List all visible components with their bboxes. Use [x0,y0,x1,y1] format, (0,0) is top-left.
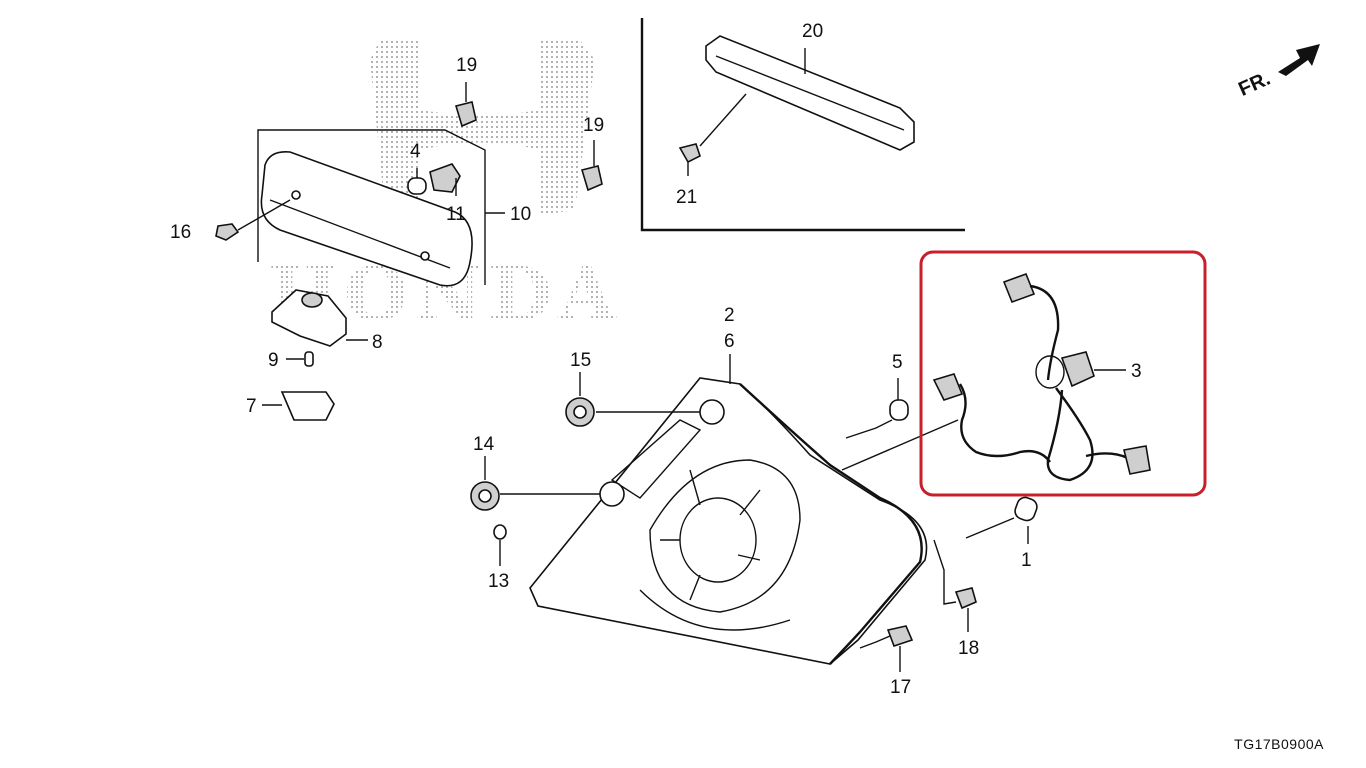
callout-10: 10 [510,204,531,225]
harness-socket-lower [1123,445,1151,475]
screw-17 [859,625,914,672]
callout-7: 7 [246,396,257,417]
screw-16 [215,223,240,241]
diagram-code-label: TG17B0900A [1234,736,1324,752]
harness-socket-left [932,373,964,401]
callout-16: 16 [170,222,191,243]
callout-2: 2 [724,305,735,326]
screw-21 [678,143,701,164]
clip-19-right [580,140,603,192]
screw-18 [933,539,977,632]
callout-1: 1 [1021,550,1032,571]
harness-highlight-box [919,250,1207,497]
garnish-panel [260,150,473,287]
bulb-1 [965,496,1038,544]
callout-13: 13 [488,571,509,592]
bulb-5 [889,378,909,421]
callout-3: 3 [1131,361,1142,382]
callout-19-upper: 19 [456,55,477,76]
harness-connector [1002,272,1036,304]
callout-4: 4 [410,141,421,162]
license-lamp-8 [271,289,368,347]
callout-5: 5 [892,352,903,373]
callout-21: 21 [676,187,697,208]
front-direction-indicator: FR. [1235,44,1320,101]
clip-9 [286,351,314,367]
license-garnish-group [215,129,505,287]
callout-18: 18 [958,638,979,659]
grommet-14 [470,456,500,511]
tail-light-assembly [500,354,959,665]
callout-20: 20 [802,21,823,42]
fr-label: FR. [1235,68,1273,101]
callout-9: 9 [268,350,279,371]
callout-15: 15 [570,350,591,371]
clip-19-upper [454,82,477,128]
callout-17: 17 [890,677,911,698]
nut-13 [493,524,507,566]
callout-11: 11 [446,204,466,225]
mount-hole-upper [699,399,725,425]
lens-7 [262,391,335,421]
callout-19-right: 19 [583,115,604,136]
wire-harness-highlight [919,250,1207,497]
harness-socket-upper [1060,351,1095,388]
callout-6: 6 [724,331,735,352]
high-mount-stop-light-group [640,18,965,232]
grommet-15 [565,372,595,427]
mount-hole-lower [599,481,625,507]
callout-8: 8 [372,332,383,353]
callout-14: 14 [473,434,495,455]
bulb-4 [407,177,427,195]
